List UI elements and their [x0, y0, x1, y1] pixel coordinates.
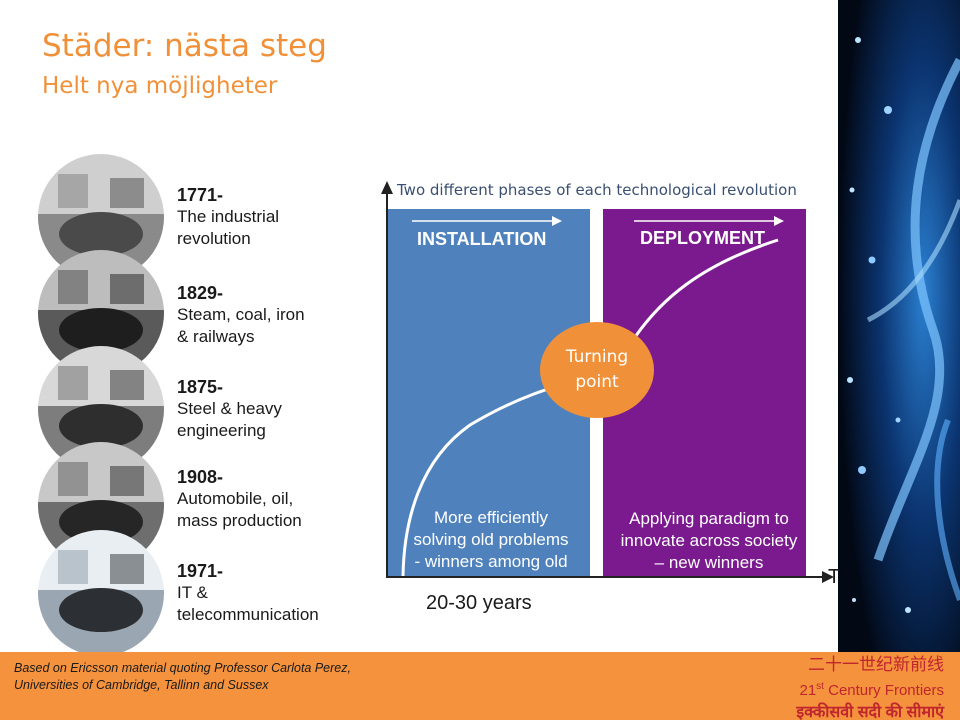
footer-bar: Based on Ericsson material quoting Profe…	[0, 652, 960, 721]
credit-line-1: Based on Ericsson material quoting Profe…	[14, 661, 351, 675]
installation-line-2: solving old problems	[413, 530, 569, 549]
timeline-era-4: 1971- IT & telecommunication	[177, 560, 319, 626]
deployment-line-3: – new winners	[654, 553, 764, 572]
era-description-line: Automobile, oil,	[177, 489, 294, 508]
era-year: 1875-	[177, 377, 224, 397]
source-credit: Based on Ericsson material quoting Profe…	[14, 660, 351, 694]
credit-line-2: Universities of Cambridge, Tallinn and S…	[14, 678, 269, 692]
logo-english-text: 21st Century Frontiers	[799, 681, 944, 699]
installation-line-3: - winners among old	[414, 552, 568, 571]
time-axis-label: T	[828, 566, 841, 588]
era-description-line: Steam, coal, iron	[177, 305, 305, 324]
page-title: Städer: nästa steg	[42, 28, 327, 64]
water-splash-image	[838, 0, 960, 652]
installation-label: INSTALLATION	[417, 229, 547, 249]
timeline-era-1: 1829- Steam, coal, iron & railways	[177, 282, 305, 348]
deployment-line-1: Applying paradigm to	[629, 509, 789, 528]
logo-chinese-text: 二十一世纪新前线	[808, 655, 944, 674]
deployment-description: Applying paradigm to innovate across soc…	[606, 508, 812, 574]
phases-caption: Two different phases of each technologic…	[397, 181, 797, 199]
turning-point-line-2: point	[575, 372, 619, 392]
era-description-line: revolution	[177, 229, 251, 248]
era-description-line: engineering	[177, 421, 266, 440]
timeline-era-3: 1908- Automobile, oil, mass production	[177, 466, 302, 532]
y-axis	[386, 190, 388, 578]
era-year: 1771-	[177, 185, 224, 205]
computer-operator-photo	[38, 530, 164, 656]
installation-duration: 20-30 years	[426, 592, 532, 614]
industrial-crowd-photo	[38, 154, 164, 280]
turning-point-circle: Turning point	[540, 322, 654, 418]
page-subtitle: Helt nya möjligheter	[42, 73, 278, 99]
timeline-era-0: 1771- The industrial revolution	[177, 184, 279, 250]
era-description-line: & railways	[177, 327, 255, 346]
timeline-era-2: 1875- Steel & heavy engineering	[177, 376, 282, 442]
turning-point-line-1: Turning	[565, 347, 629, 367]
era-year: 1971-	[177, 561, 224, 581]
era-year: 1908-	[177, 467, 224, 487]
x-axis	[386, 576, 826, 578]
installation-line-1: More efficiently	[433, 508, 548, 527]
era-description-line: telecommunication	[177, 605, 319, 624]
deployment-line-2: innovate across society	[620, 531, 798, 550]
era-description-line: Steel & heavy	[177, 399, 282, 418]
deployment-label: DEPLOYMENT	[640, 228, 766, 248]
era-description-line: mass production	[177, 511, 302, 530]
era-description-line: IT &	[177, 583, 208, 602]
logo-hindi-text: इक्कीसवी सदी की सीमाएं	[796, 704, 944, 721]
installation-description: More efficiently solving old problems - …	[392, 507, 590, 573]
era-year: 1829-	[177, 283, 224, 303]
frontiers-logo: 二十一世纪新前线 21st Century Frontiers इक्कीसवी…	[796, 654, 944, 724]
era-description-line: The industrial	[177, 207, 280, 226]
